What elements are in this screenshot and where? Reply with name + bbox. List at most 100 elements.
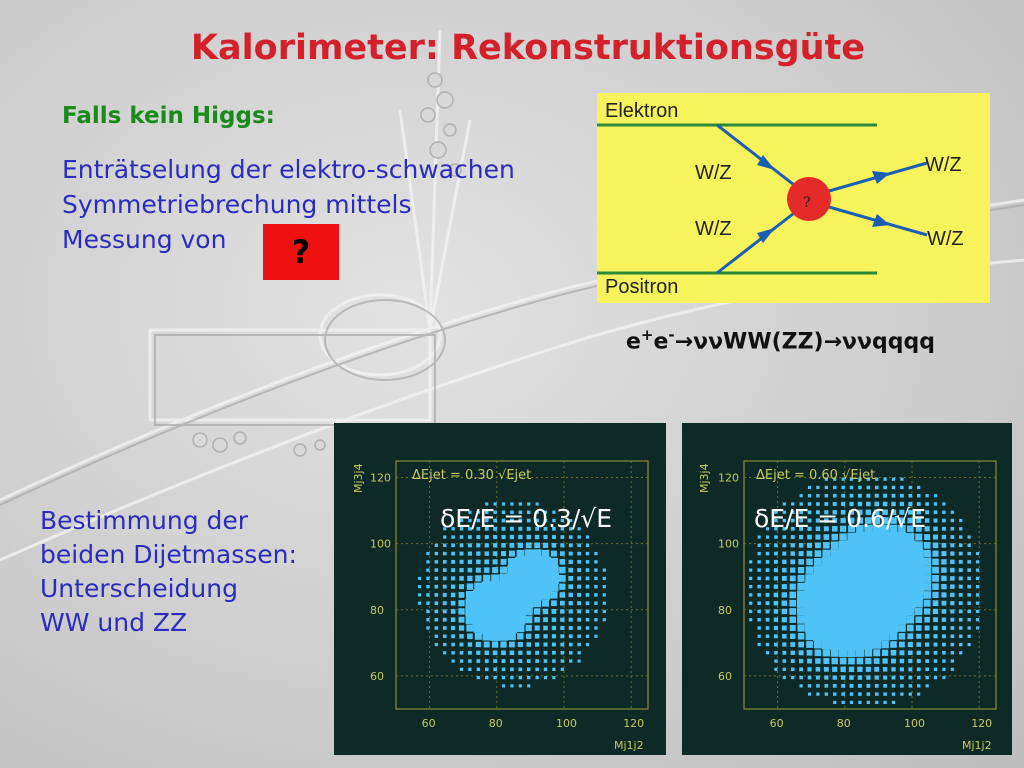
density-cell bbox=[499, 574, 508, 583]
density-cell bbox=[765, 626, 770, 630]
density-cell bbox=[525, 542, 532, 549]
density-cell bbox=[942, 642, 946, 647]
density-cell bbox=[774, 510, 778, 514]
density-cell bbox=[823, 526, 829, 532]
density-cell bbox=[577, 535, 581, 539]
density-cell bbox=[560, 518, 564, 523]
density-cell bbox=[757, 543, 761, 547]
density-cell bbox=[874, 683, 879, 688]
density-cell bbox=[484, 535, 489, 540]
density-cell bbox=[774, 543, 778, 548]
density-cell bbox=[906, 525, 914, 533]
density-cell bbox=[507, 632, 516, 641]
density-cell bbox=[941, 542, 947, 548]
reaction-superscript: + bbox=[640, 326, 654, 344]
density-cell bbox=[932, 542, 939, 549]
density-cell bbox=[924, 534, 931, 541]
density-cell bbox=[967, 609, 971, 614]
y-tick-label: 80 bbox=[370, 604, 384, 617]
density-cell bbox=[782, 642, 787, 647]
density-cell bbox=[765, 609, 770, 614]
density-cell bbox=[898, 624, 906, 632]
density-cell bbox=[871, 631, 882, 642]
density-cell bbox=[840, 525, 847, 532]
density-cell bbox=[908, 692, 912, 696]
density-cell bbox=[765, 551, 770, 556]
density-cell bbox=[534, 625, 540, 631]
density-cell bbox=[950, 535, 955, 539]
density-cell bbox=[509, 534, 515, 540]
density-cell bbox=[568, 575, 574, 581]
density-cell bbox=[915, 525, 922, 532]
density-cell bbox=[880, 631, 890, 641]
density-cell bbox=[506, 622, 518, 634]
density-cell bbox=[789, 575, 796, 582]
density-cell bbox=[811, 613, 824, 626]
plot-header: ΔEjet = 0.30 √Ejet bbox=[412, 468, 531, 483]
density-cell bbox=[883, 700, 887, 704]
density-cell bbox=[932, 550, 939, 557]
density-cell bbox=[577, 601, 582, 606]
y-tick-label: 60 bbox=[718, 670, 732, 683]
density-cell bbox=[916, 642, 922, 647]
density-cell bbox=[812, 573, 824, 584]
density-cell bbox=[875, 477, 879, 481]
density-cell bbox=[790, 543, 795, 548]
density-cell bbox=[891, 485, 896, 490]
density-cell bbox=[883, 485, 887, 490]
density-cell bbox=[798, 658, 804, 664]
density-cell bbox=[749, 576, 753, 580]
density-cell bbox=[535, 510, 539, 514]
density-cell bbox=[866, 485, 871, 490]
density-cell bbox=[577, 568, 582, 573]
density-cell bbox=[594, 593, 598, 597]
density-cell bbox=[577, 559, 582, 564]
density-cell bbox=[804, 614, 815, 625]
density-cell bbox=[882, 509, 888, 515]
density-cell bbox=[782, 510, 786, 514]
density-cell bbox=[799, 667, 804, 672]
density-cell bbox=[823, 658, 830, 665]
density-cell bbox=[757, 634, 761, 638]
density-cell bbox=[813, 640, 822, 649]
density-cell bbox=[451, 576, 456, 581]
density-cell bbox=[594, 568, 598, 572]
density-cell bbox=[883, 493, 888, 498]
density-cell bbox=[848, 657, 855, 665]
density-cell bbox=[848, 666, 855, 673]
density-cell bbox=[942, 676, 946, 680]
density-cell bbox=[908, 485, 912, 490]
density-cell bbox=[908, 501, 913, 507]
density-cell bbox=[849, 675, 854, 680]
arrow-icon bbox=[872, 214, 890, 227]
density-cell bbox=[490, 631, 500, 641]
density-cell bbox=[533, 599, 542, 608]
density-cell bbox=[781, 608, 787, 615]
density-cell bbox=[493, 675, 497, 680]
density-cell bbox=[518, 659, 523, 663]
density-cell bbox=[515, 556, 526, 567]
density-cell bbox=[450, 592, 456, 598]
density-cell bbox=[797, 624, 805, 632]
density-cell bbox=[863, 639, 874, 650]
density-cell bbox=[474, 582, 483, 591]
density-cell bbox=[890, 517, 897, 524]
density-cell bbox=[967, 642, 971, 647]
density-cell bbox=[916, 650, 921, 655]
density-cell bbox=[551, 600, 557, 607]
density-cell bbox=[824, 675, 829, 680]
density-cell bbox=[765, 634, 770, 639]
density-cell bbox=[941, 634, 946, 639]
density-cell bbox=[568, 535, 573, 539]
density-cell bbox=[516, 623, 525, 633]
density-cell bbox=[560, 543, 565, 548]
density-cell bbox=[832, 675, 837, 680]
density-cell bbox=[807, 518, 812, 523]
density-cell bbox=[467, 650, 472, 655]
density-cell bbox=[900, 493, 904, 498]
density-cell bbox=[904, 555, 917, 568]
density-cell bbox=[514, 605, 526, 617]
density-cell bbox=[551, 617, 557, 622]
density-cell bbox=[822, 649, 830, 657]
density-cell bbox=[942, 518, 946, 523]
